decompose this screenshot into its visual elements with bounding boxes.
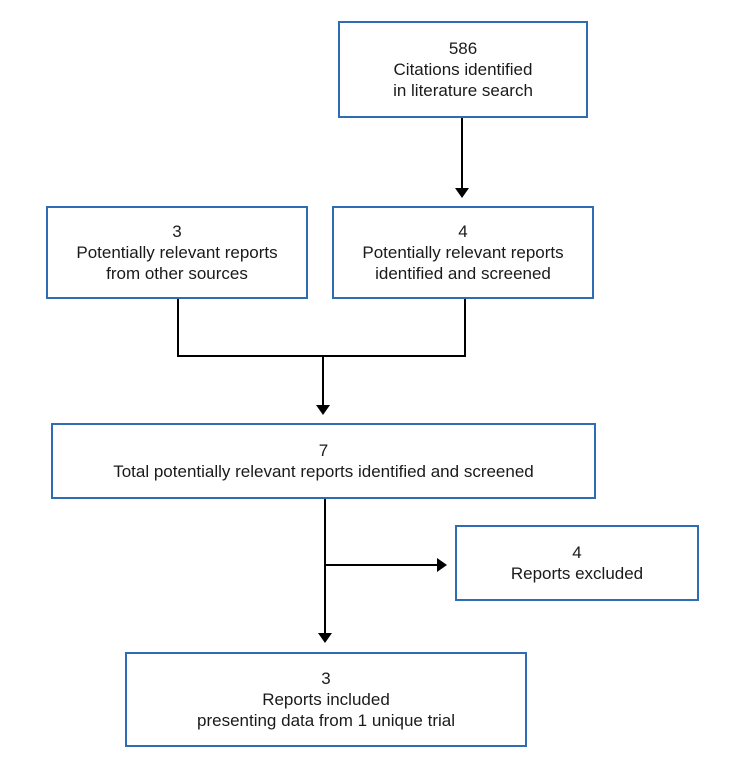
included-reports-box: 3 Reports included presenting data from … <box>125 652 527 747</box>
arrowhead-screened <box>455 188 469 198</box>
other-sources-label-line1: Potentially relevant reports <box>76 243 278 262</box>
total-count: 7 <box>318 441 329 460</box>
total-label: Total potentially relevant reports ident… <box>113 462 534 481</box>
included-label-line2: presenting data from 1 unique trial <box>197 711 455 730</box>
search-citations-box: 586 Citations identified in literature s… <box>338 21 588 118</box>
excluded-count: 4 <box>572 543 582 562</box>
screened-label-line2: identified and screened <box>375 264 551 283</box>
arrowhead-excluded <box>437 558 447 572</box>
excluded-label: Reports excluded <box>510 564 644 583</box>
other-sources-box: 3 Potentially relevant reports from othe… <box>46 206 308 299</box>
search-label-line1: Citations identified <box>393 60 533 79</box>
excluded-reports-box: 4 Reports excluded <box>455 525 699 601</box>
screened-reports-box: 4 Potentially relevant reports identifie… <box>332 206 594 299</box>
arrowhead-included <box>318 633 332 643</box>
other-sources-count: 3 <box>172 222 182 241</box>
total-reports-box: 7 Total potentially relevant reports ide… <box>51 423 596 499</box>
included-label-line1: Reports included <box>262 690 390 709</box>
search-count: 586 <box>448 39 478 58</box>
screened-label-line1: Potentially relevant reports <box>362 243 564 262</box>
screened-count: 4 <box>458 222 468 241</box>
search-label-line2: in literature search <box>393 81 533 100</box>
arrowhead-total <box>316 405 330 415</box>
included-count: 3 <box>321 669 331 688</box>
other-sources-label-line2: from other sources <box>106 264 248 283</box>
